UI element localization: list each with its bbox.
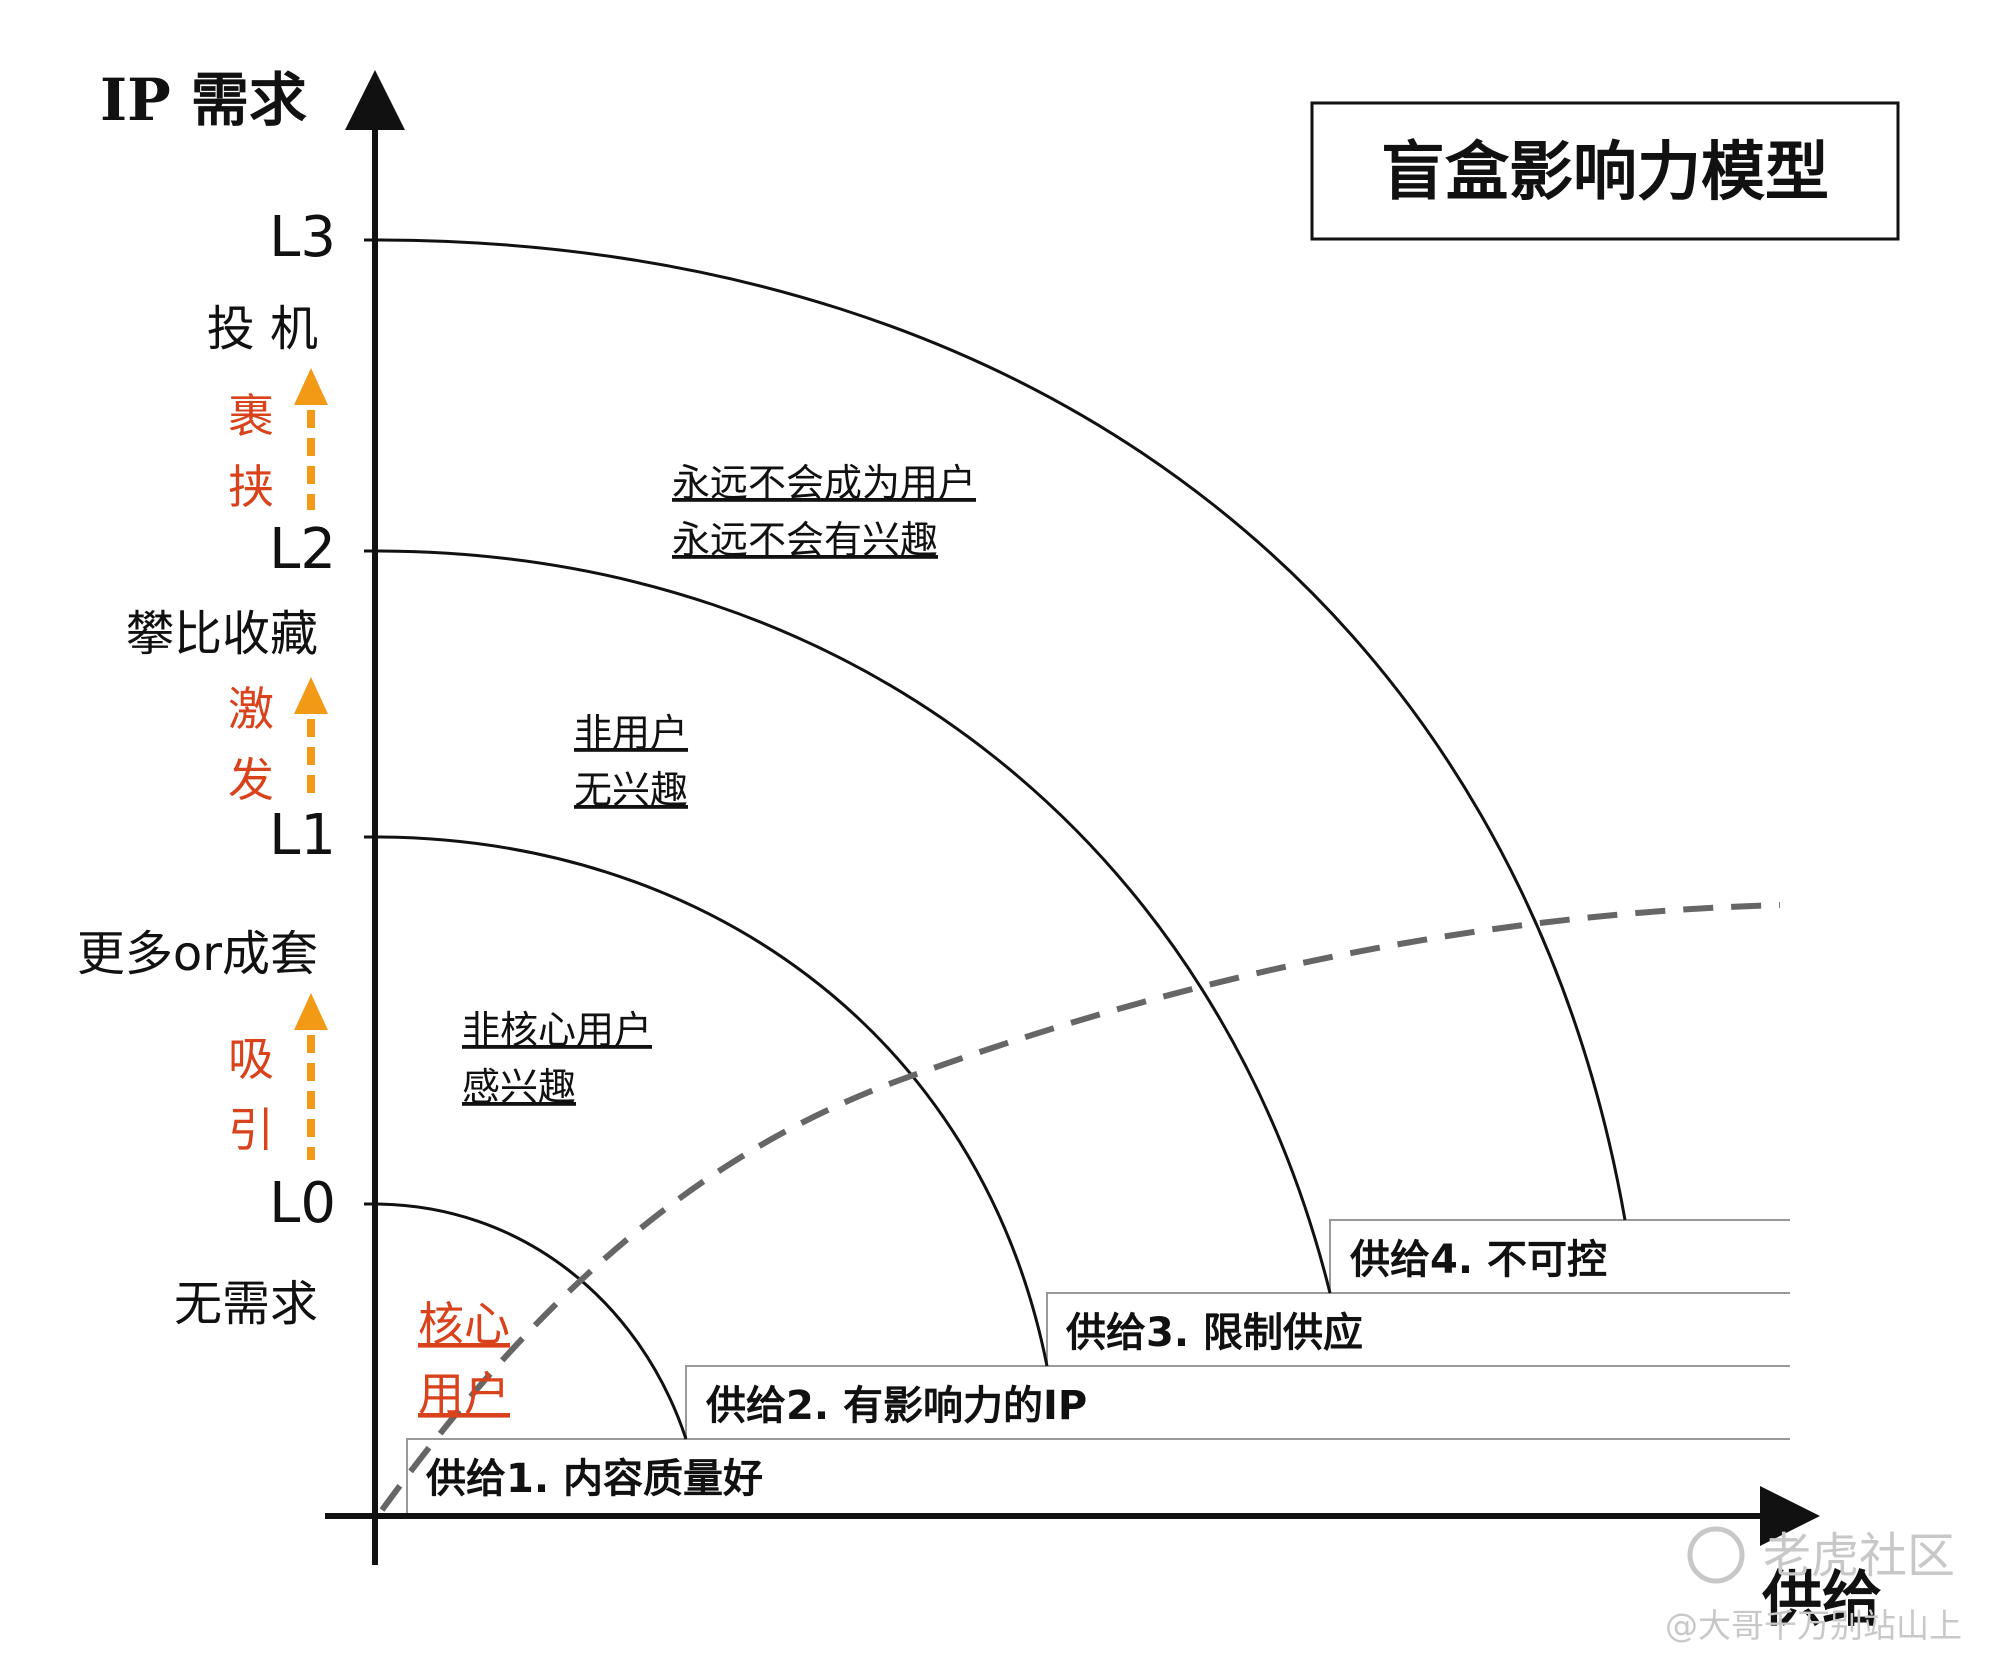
driver-attract-char1: 吸 <box>228 1032 274 1086</box>
demand-supply-dashed-curve <box>379 902 1781 1512</box>
title-frame <box>1310 101 1900 241</box>
level-label-l3: L3 <box>269 205 336 270</box>
zone-3-line1: 永远不会成为用户 <box>672 461 976 505</box>
supply-label-2: 供给2. 有影响力的IP <box>706 1383 1087 1429</box>
driver-inspire-char1: 激 <box>228 682 274 736</box>
zone-2-line2: 无兴趣 <box>574 768 688 812</box>
up-arrow-icon <box>294 368 328 405</box>
level-arcs <box>373 238 1627 1440</box>
demand-label-more: 更多or成套 <box>77 926 318 982</box>
level-label-l0: L0 <box>269 1171 336 1236</box>
watermark-brand: 老虎社区 <box>1763 1528 1955 1584</box>
watermark: 老虎社区 @大哥千万别站山上 <box>1665 1526 1962 1645</box>
demand-label-collect: 攀比收藏 <box>126 606 318 662</box>
supply-label-3: 供给3. 限制供应 <box>1066 1310 1363 1356</box>
zone-3-line2: 永远不会有兴趣 <box>672 518 938 562</box>
arc-l3 <box>373 238 1627 1221</box>
watermark-author: @大哥千万别站山上 <box>1665 1606 1962 1645</box>
supply-label-4: 供给4. 不可控 <box>1350 1237 1607 1283</box>
zone-labels: 非核心用户 感兴趣 非用户 无兴趣 永远不会成为用户 永远不会有兴趣 <box>462 461 976 1109</box>
level-labels: L3 L2 L1 L0 <box>269 205 336 1236</box>
x-axis-label: 供给 <box>1762 1565 1882 1635</box>
supply-step-1-outline <box>406 1438 1790 1513</box>
zone-2-line1: 非用户 <box>574 711 688 755</box>
zone-1-line1: 非核心用户 <box>462 1008 652 1052</box>
driver-inspire-char2: 发 <box>228 753 274 807</box>
level-label-l1: L1 <box>269 803 336 868</box>
driver-attract-char2: 引 <box>228 1103 274 1157</box>
arc-l1 <box>373 835 1049 1367</box>
core-users-line1: 核心 <box>418 1297 510 1351</box>
diagram-title: 盲盒影响力模型 <box>1381 136 1829 210</box>
demand-labels: 无需求 更多or成套 攀比收藏 投 机 <box>77 301 318 1332</box>
demand-label-none: 无需求 <box>174 1276 318 1332</box>
supply-steps <box>406 1219 1790 1513</box>
supply-label-1: 供给1. 内容质量好 <box>426 1456 763 1502</box>
driver-coerce: 裹 挟 <box>228 368 328 514</box>
demand-label-speculate: 投 机 <box>207 301 318 357</box>
supply-step-3-outline <box>1046 1292 1790 1366</box>
supply-step-4-outline <box>1329 1219 1790 1293</box>
core-users-line2: 用户 <box>418 1367 510 1421</box>
title-box: 盲盒影响力模型 <box>1310 101 1900 241</box>
up-arrow-icon <box>294 677 328 714</box>
axes: IP 需求 供给 <box>100 66 1882 1635</box>
tiger-logo-icon <box>1687 1526 1745 1584</box>
level-label-l2: L2 <box>269 517 336 582</box>
up-arrow-icon <box>294 993 328 1030</box>
driver-coerce-char2: 挟 <box>228 460 274 514</box>
core-users-label: 核心 用户 <box>418 1297 510 1421</box>
driver-attract: 吸 引 <box>228 993 328 1160</box>
arc-l0 <box>373 1202 688 1440</box>
driver-coerce-char1: 裹 <box>228 389 274 443</box>
driver-inspire: 激 发 <box>228 677 328 807</box>
drivers: 吸 引 激 发 裹 挟 <box>228 368 328 1160</box>
arc-l2 <box>373 549 1332 1294</box>
supply-step-2-outline <box>685 1365 1790 1439</box>
y-axis-label: IP 需求 <box>100 66 307 134</box>
supply-labels: 供给1. 内容质量好 供给2. 有影响力的IP 供给3. 限制供应 供给4. 不… <box>426 1237 1607 1502</box>
zone-1-line2: 感兴趣 <box>462 1065 576 1109</box>
